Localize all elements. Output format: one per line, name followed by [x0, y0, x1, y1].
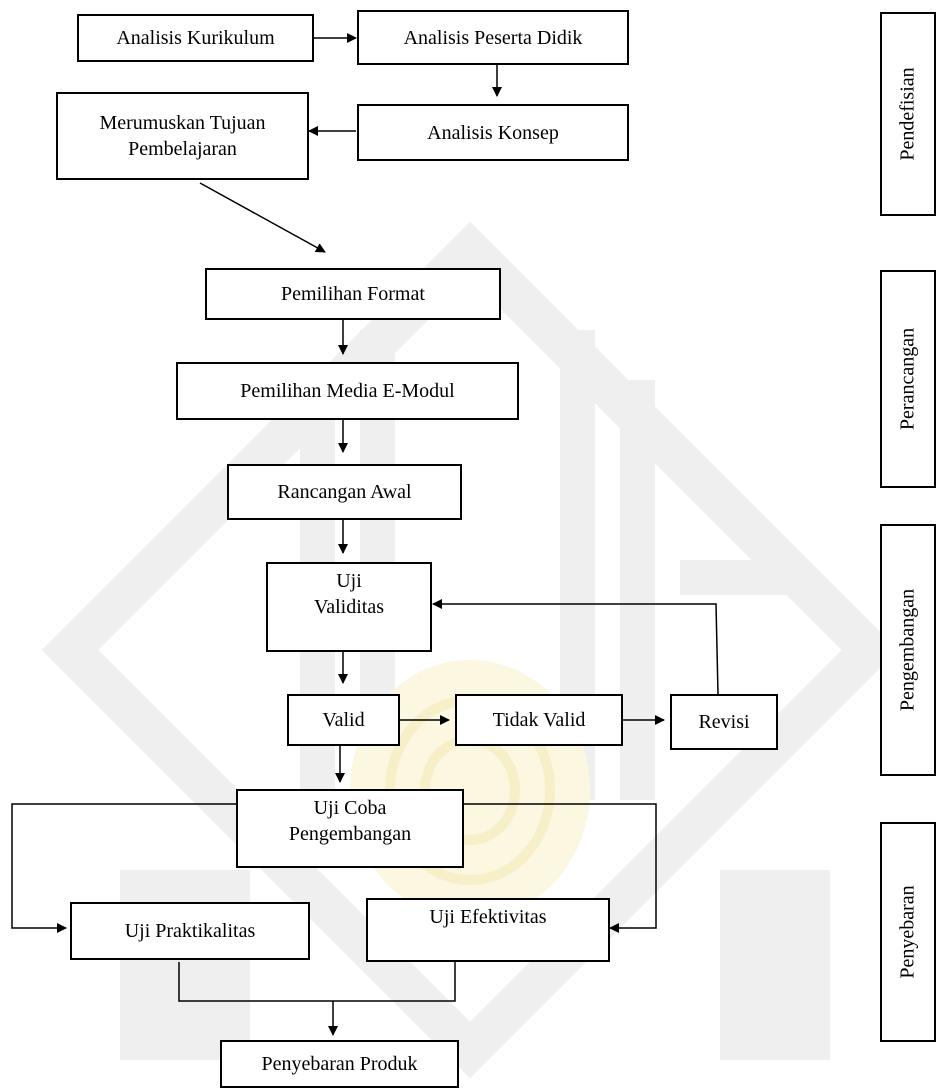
stage-penyebaran: Penyebaran [880, 822, 936, 1042]
stage-perancangan: Perancangan [880, 270, 936, 488]
stage-pengembangan: Pengembangan [880, 524, 936, 776]
arrow-revisi-to-validitas [432, 599, 719, 695]
step-rancangan-awal: Rancangan Awal [227, 464, 462, 520]
stage-pendefinisian: Pendefisian [880, 12, 936, 216]
step-pemilihan-media: Pemilihan Media E-Modul [176, 362, 519, 420]
step-penyebaran-produk: Penyebaran Produk [220, 1040, 459, 1088]
arrow-uji-coba-to-efektivitas [463, 803, 657, 933]
step-tidak-valid: Tidak Valid [455, 694, 623, 746]
step-uji-validitas: Uji Validitas [266, 562, 432, 652]
arrow-uji-coba-to-praktikalitas [11, 803, 237, 933]
step-revisi: Revisi [670, 694, 778, 750]
step-uji-coba-pengembangan: Uji Coba Pengembangan [236, 789, 464, 868]
step-analisis-konsep: Analisis Konsep [357, 104, 629, 161]
arrow-tujuan-to-format [199, 182, 326, 253]
step-analisis-kurikulum: Analisis Kurikulum [77, 14, 314, 62]
step-pemilihan-format: Pemilihan Format [205, 268, 501, 320]
step-analisis-peserta-didik: Analisis Peserta Didik [357, 10, 629, 65]
step-valid: Valid [287, 694, 400, 746]
merge-line [178, 962, 456, 1002]
step-uji-praktikalitas: Uji Praktikalitas [70, 902, 310, 960]
step-merumuskan-tujuan: Merumuskan Tujuan Pembelajaran [56, 92, 309, 180]
step-uji-efektivitas: Uji Efektivitas [366, 898, 610, 962]
